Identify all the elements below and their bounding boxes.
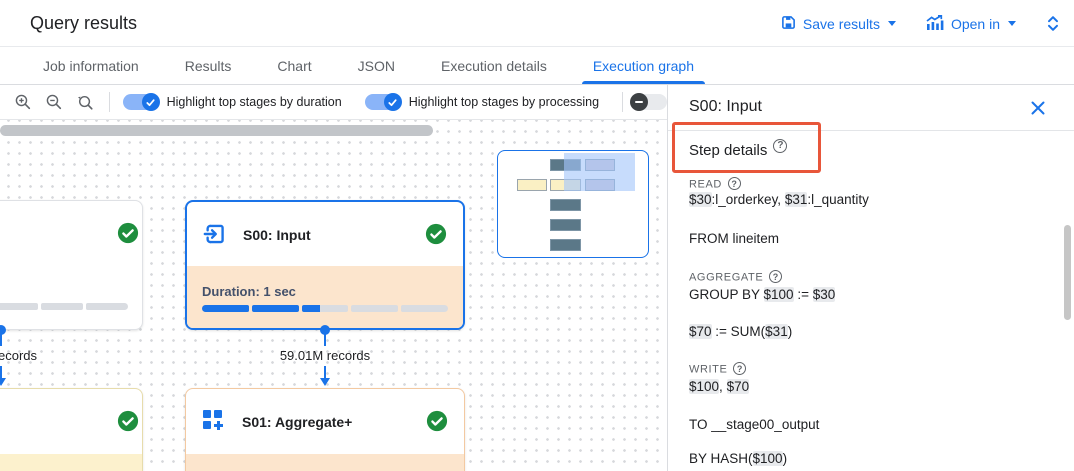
toggle-highlight-processing[interactable] xyxy=(364,93,402,111)
stage-card-s01[interactable]: S01: Aggregate+ xyxy=(185,388,465,471)
toggle-duration-label: Highlight top stages by duration xyxy=(166,95,342,109)
input-stage-icon xyxy=(202,221,228,252)
close-icon[interactable] xyxy=(1030,100,1046,116)
stage-card-partial-top[interactable] xyxy=(0,200,143,330)
help-icon[interactable]: ? xyxy=(773,138,788,153)
execution-graph-section: Highlight top stages by duration Highlig… xyxy=(0,85,667,471)
edge-arrowhead-icon xyxy=(0,378,6,386)
tab-results[interactable]: Results xyxy=(184,57,232,74)
minimap-viewport[interactable] xyxy=(564,153,635,191)
success-check-icon xyxy=(426,410,448,432)
minimap-stage-rect xyxy=(550,199,581,211)
aggregate-label: AGGREGATE? xyxy=(689,270,783,284)
page-title: Query results xyxy=(30,12,138,33)
stage-details-panel: S00: Input Step details? READ? $30:l_ord… xyxy=(667,85,1074,471)
group-by-line: GROUP BY $100 := $30 xyxy=(689,287,836,302)
results-tabbar: Job information Results Chart JSON Execu… xyxy=(0,47,1074,85)
tab-execution-details[interactable]: Execution details xyxy=(440,57,547,74)
aggregate-stage-icon xyxy=(203,410,223,430)
dropdown-caret-icon xyxy=(887,21,896,26)
by-hash-line: BY HASH($100) xyxy=(689,451,788,466)
duration-progress-bar xyxy=(0,303,128,310)
help-icon[interactable]: ? xyxy=(769,270,783,283)
minimap-stage-rect xyxy=(517,179,547,191)
open-in-button[interactable]: Open in xyxy=(926,14,1016,33)
edge-line xyxy=(0,334,2,346)
minus-icon xyxy=(635,101,643,103)
duration-label: Duration: 1 sec xyxy=(202,284,296,299)
toggle-third-off[interactable] xyxy=(630,93,667,111)
toggle-processing-label: Highlight top stages by processing xyxy=(408,95,600,109)
sum-line: $70 := SUM($31) xyxy=(689,324,793,339)
graph-canvas[interactable]: S00: Input Duration: 1 sec 59.01M record… xyxy=(0,120,667,471)
edge-records-label: 59.01M records xyxy=(279,348,371,363)
collapse-pane-button[interactable] xyxy=(1046,14,1060,33)
success-check-icon xyxy=(117,222,139,244)
stage-title: S00: Input xyxy=(243,227,311,243)
results-header: Query results Save results Open in xyxy=(0,0,1074,47)
save-results-label: Save results xyxy=(802,15,880,32)
toggle-highlight-duration[interactable] xyxy=(122,93,160,111)
stage-card-s00[interactable]: S00: Input Duration: 1 sec xyxy=(185,200,465,330)
save-icon xyxy=(781,15,796,33)
panel-divider xyxy=(668,130,1074,131)
help-icon[interactable]: ? xyxy=(727,177,741,190)
graph-toolbar: Highlight top stages by duration Highlig… xyxy=(0,85,667,120)
to-line: TO __stage00_output xyxy=(689,417,820,432)
success-check-icon xyxy=(117,410,139,432)
write-value: $100, $70 xyxy=(689,379,750,394)
chart-icon xyxy=(926,14,944,33)
read-label: READ? xyxy=(689,177,741,191)
minimap-stage-rect xyxy=(550,239,581,251)
minimap-stage-rect xyxy=(550,219,581,231)
vertical-scrollbar[interactable] xyxy=(1064,225,1071,320)
stage-title: S01: Aggregate+ xyxy=(242,414,353,430)
edge-records-label-clipped: ecords xyxy=(0,348,38,363)
tab-json[interactable]: JSON xyxy=(357,57,395,74)
tab-chart[interactable]: Chart xyxy=(277,57,312,74)
toolbar-divider xyxy=(622,92,623,112)
duration-progress-bar xyxy=(202,305,448,312)
step-details-heading: Step details? xyxy=(689,138,788,159)
edge-arrowhead-icon xyxy=(320,378,330,386)
duration-strip xyxy=(187,266,463,328)
read-value: $30:l_orderkey, $31:l_quantity xyxy=(689,192,869,207)
open-in-label: Open in xyxy=(950,15,1000,32)
horizontal-scrollbar[interactable] xyxy=(0,125,433,136)
from-line: FROM lineitem xyxy=(689,231,780,246)
minimap[interactable] xyxy=(497,150,649,258)
edge-line xyxy=(324,334,326,346)
zoom-reset-icon[interactable] xyxy=(75,91,95,113)
zoom-out-icon[interactable] xyxy=(44,91,64,113)
edge-line xyxy=(324,366,326,378)
panel-title: S00: Input xyxy=(689,98,762,115)
tab-execution-graph[interactable]: Execution graph xyxy=(570,47,717,84)
processing-strip xyxy=(0,454,142,471)
toolbar-divider xyxy=(108,92,110,112)
success-check-icon xyxy=(425,223,447,245)
stage-card-partial-bottom[interactable] xyxy=(0,388,143,471)
tab-job-information[interactable]: Job information xyxy=(43,57,139,74)
help-icon[interactable]: ? xyxy=(733,362,747,375)
edge-connector-dot xyxy=(320,325,330,335)
duration-strip xyxy=(186,454,464,471)
save-results-button[interactable]: Save results xyxy=(781,15,896,33)
dropdown-caret-icon xyxy=(1008,21,1016,26)
edge-connector-dot xyxy=(0,325,6,335)
write-label: WRITE? xyxy=(689,362,747,376)
zoom-in-icon[interactable] xyxy=(13,91,33,113)
edge-line xyxy=(0,366,2,378)
